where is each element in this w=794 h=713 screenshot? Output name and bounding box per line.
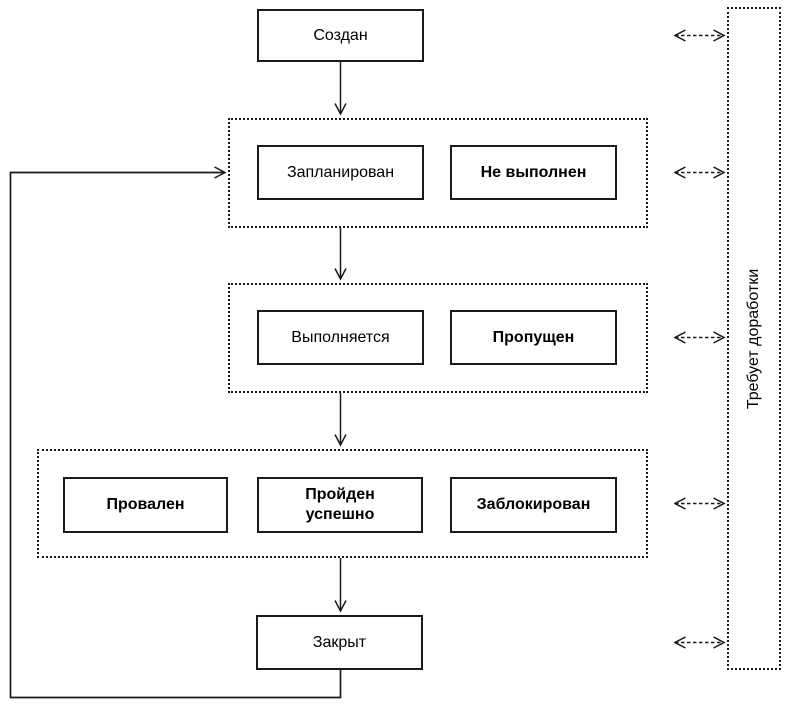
state-box-in-progress: Выполняется [257, 310, 424, 365]
state-label-planned: Запланирован [286, 163, 395, 181]
state-label-in-progress: Выполняется [291, 328, 390, 346]
group-planned-states [228, 118, 648, 228]
rework-panel: Требует доработки [727, 7, 781, 670]
state-box-skipped: Пропущен [450, 310, 617, 365]
state-box-closed: Закрыт [256, 615, 423, 670]
state-box-planned: Запланирован [257, 145, 424, 200]
state-label-failed: Провален [106, 496, 185, 513]
state-label-not-executed: Не выполнен [480, 163, 587, 181]
rework-panel-label: Требует доработки [745, 268, 762, 409]
group-execution-states [228, 283, 648, 393]
state-label-blocked: Заблокирован [476, 496, 591, 513]
state-box-not-executed: Не выполнен [450, 145, 617, 200]
state-box-failed: Провален [63, 477, 228, 533]
state-label-created: Создан [313, 26, 368, 44]
state-box-created: Создан [257, 9, 424, 62]
state-box-blocked: Заблокирован [450, 477, 617, 533]
state-label-closed: Закрыт [312, 633, 367, 651]
state-box-passed: Пройден успешно [257, 477, 423, 533]
group-result-states [37, 449, 648, 558]
state-label-passed: Пройден успешно [305, 486, 375, 523]
state-label-skipped: Пропущен [492, 328, 575, 346]
